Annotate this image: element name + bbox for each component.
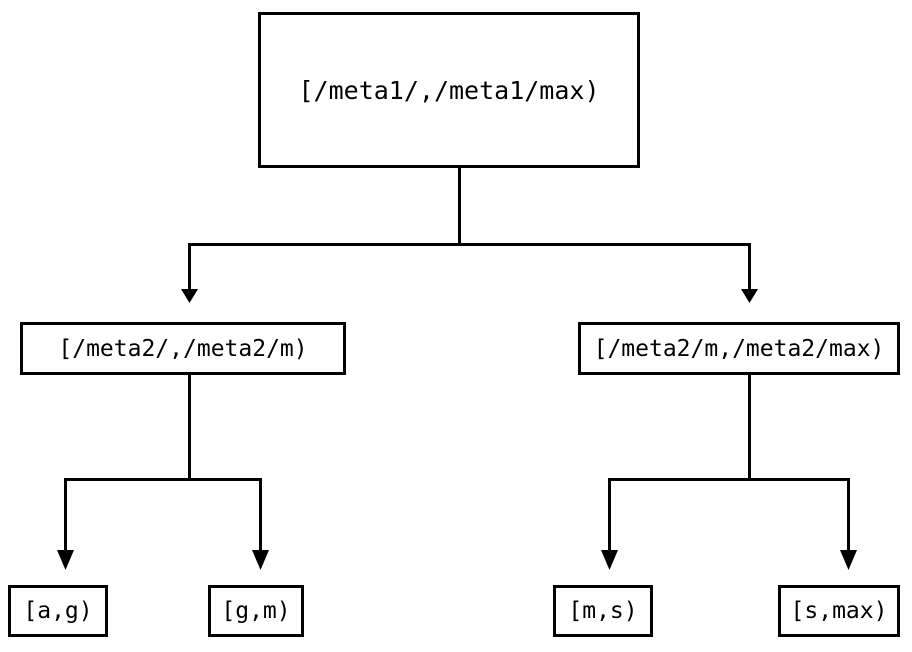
tree-node-leaf-a-g[interactable]: [a,g) (8, 585, 108, 637)
tree-node-leaf-m-s[interactable]: [m,s) (553, 585, 653, 637)
tree-node-leaf-a-g-label: [a,g) (23, 598, 93, 624)
tree-node-leaf-g-m-label: [g,m) (221, 598, 291, 624)
edge-root-to-mid-group (181, 168, 758, 303)
arrowhead-mid-right-to-leaf-ms (601, 550, 618, 570)
tree-node-mid-right-label: [/meta2/m,/meta2/max) (593, 335, 885, 362)
tree-node-mid-left[interactable]: [/meta2/,/meta2/m) (20, 322, 346, 375)
tree-node-root-label: [/meta1/,/meta1/max) (298, 75, 600, 105)
tree-node-root[interactable]: [/meta1/,/meta1/max) (258, 12, 640, 168)
tree-node-leaf-m-s-label: [m,s) (568, 598, 638, 624)
edge-mid-left-to-leaves-group (57, 375, 269, 570)
tree-node-mid-left-label: [/meta2/,/meta2/m) (58, 335, 308, 362)
edge-mid-right-to-leaves-group (601, 375, 857, 570)
arrowhead-mid-left-to-leaf-gm (252, 550, 269, 570)
tree-node-leaf-g-m[interactable]: [g,m) (208, 585, 304, 637)
tree-node-leaf-s-max-label: [s,max) (790, 598, 888, 624)
tree-node-leaf-s-max[interactable]: [s,max) (778, 585, 900, 637)
arrowhead-mid-right-to-leaf-smax (840, 550, 857, 570)
tree-node-mid-right[interactable]: [/meta2/m,/meta2/max) (578, 322, 900, 375)
arrowhead-mid-left-to-leaf-ag (57, 550, 74, 570)
arrowhead-root-to-mid-right (741, 289, 758, 303)
arrowhead-root-to-mid-left (181, 289, 198, 303)
